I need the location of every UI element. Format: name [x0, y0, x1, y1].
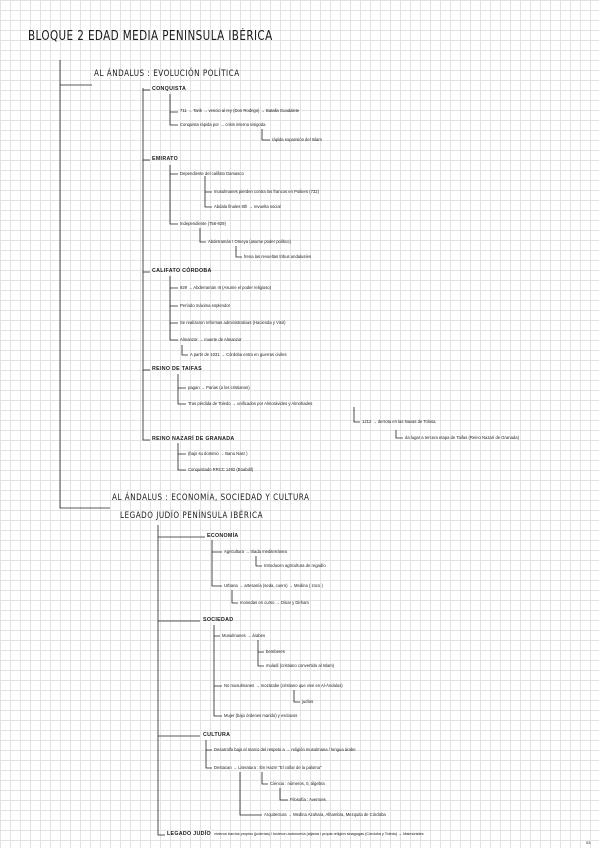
subheading-legado-judio: LEGADO JUDÍO PENÍNSULA IBÉRICA: [120, 511, 264, 521]
taifas-line-2: Tras pérdida de Toledo → unificados por …: [188, 401, 313, 406]
node-emirato: EMIRATO: [152, 156, 179, 162]
conquista-line-1: 711 → Tarik → vencio al rey (Don Rodrigo…: [180, 108, 300, 113]
page-title: BLOQUE 2 EDAD MEDIA PENINSULA IBÉRICA: [28, 29, 273, 44]
califato-line-1: 929 → Abderramán III (Asume el poder rel…: [180, 285, 272, 290]
node-legado-judio: LEGADO JUDÍO: [167, 831, 211, 837]
cultura-line-1: Desarrollo bajo el marco del respeto a →…: [214, 747, 356, 752]
node-cultura: CULTURA: [203, 732, 231, 738]
emirato-line-2: musulmanes pierden contra los francos en…: [214, 189, 319, 194]
cultura-line-5: Arquitectura → Medina Azahara, Alhambra,…: [264, 812, 386, 817]
sociedad-line-3: muladí (cristiano convertido al Islam): [266, 663, 335, 668]
taifas-line-3: 1212 → derrota en las Navas de Tolosa: [362, 419, 436, 424]
califato-line-5: A partir de 1031 → Córdoba entra en guer…: [190, 352, 287, 357]
sociedad-line-4: No musulmanes → mozárabe (cristiano que …: [224, 683, 343, 688]
cultura-line-2: Destacan → Literatura : Ibn Hazm "El col…: [214, 765, 322, 770]
conquista-line-2: Conquista rápida por → crisis interna vi…: [180, 122, 266, 127]
node-sociedad: SOCIEDAD: [203, 617, 234, 623]
taifas-line-1: pagan → Parias (a los cristianos): [188, 385, 250, 390]
nazari-line-1: (bajo su dominio → Banu Nasr ): [188, 451, 248, 456]
emirato-line-3: Abdala finales 8th → revuelta social: [214, 204, 281, 209]
node-conquista: CONQUISTA: [152, 86, 187, 92]
economia-line-3: Urbana → artesanía (seda, cuero) → Medin…: [224, 583, 323, 588]
conquista-line-3: rápida expansión del Islam: [272, 137, 322, 142]
califato-line-3: Se realizaron reformas administrativas (…: [180, 320, 286, 325]
cultura-line-3: Ciencia : números, 0, álgebra: [270, 781, 325, 786]
sociedad-line-1: Musulmanes → árabes: [222, 633, 266, 638]
heading-economia-sociedad-cultura: AL ÁNDALUS : ECONOMÍA, SOCIEDAD Y CULTUR…: [112, 493, 310, 503]
sociedad-line-5: judíos: [302, 699, 314, 704]
sociedad-line-6: Mujer (bajo órdenes marido) y esclavos: [224, 713, 298, 718]
node-califato: CALIFATO CÓRDOBA: [152, 268, 212, 274]
califato-line-2: Período máxima esplendor: [180, 303, 231, 308]
node-reino-taifas: REINO DE TAIFAS: [152, 366, 203, 372]
taifas-line-4: da lugar a tercera etapa de Taifas (Rein…: [405, 435, 519, 440]
node-reino-nazari: REINO NAZARÍ DE GRANADA: [152, 436, 235, 442]
sociedad-line-2: bereberes: [266, 649, 285, 654]
heading-evolucion-politica: AL ÁNDALUS : EVOLUCIÓN POLÍTICA: [94, 69, 240, 79]
node-economia: ECONOMÍA: [207, 533, 239, 539]
emirato-line-5: Abderramán I Omeya (asume poder político…: [208, 239, 291, 244]
emirato-line-4: Independiente (756-929): [180, 221, 226, 226]
emirato-line-6: frena las revueltas tribus andalusíes: [244, 254, 312, 259]
page-number: 03: [586, 840, 591, 845]
economia-line-2: Introducen agricultura de regadío: [264, 563, 326, 568]
economia-line-4: monedas en curso → Dinar y Dirham: [240, 600, 309, 605]
legado-line-1: vivieron barrios propios (juderías) / tu…: [214, 831, 424, 836]
nazari-line-2: Conquistado RRCC 1492 (Boabdil): [188, 467, 254, 472]
califato-line-4: Almanzor → muerte de Almanzor: [180, 337, 242, 342]
economia-line-1: Agricultura → triada mediterránea: [224, 549, 287, 554]
emirato-line-1: Dependiente del califato Damasco: [180, 171, 244, 176]
cultura-line-4: Filosofía : Averroes: [290, 797, 326, 802]
